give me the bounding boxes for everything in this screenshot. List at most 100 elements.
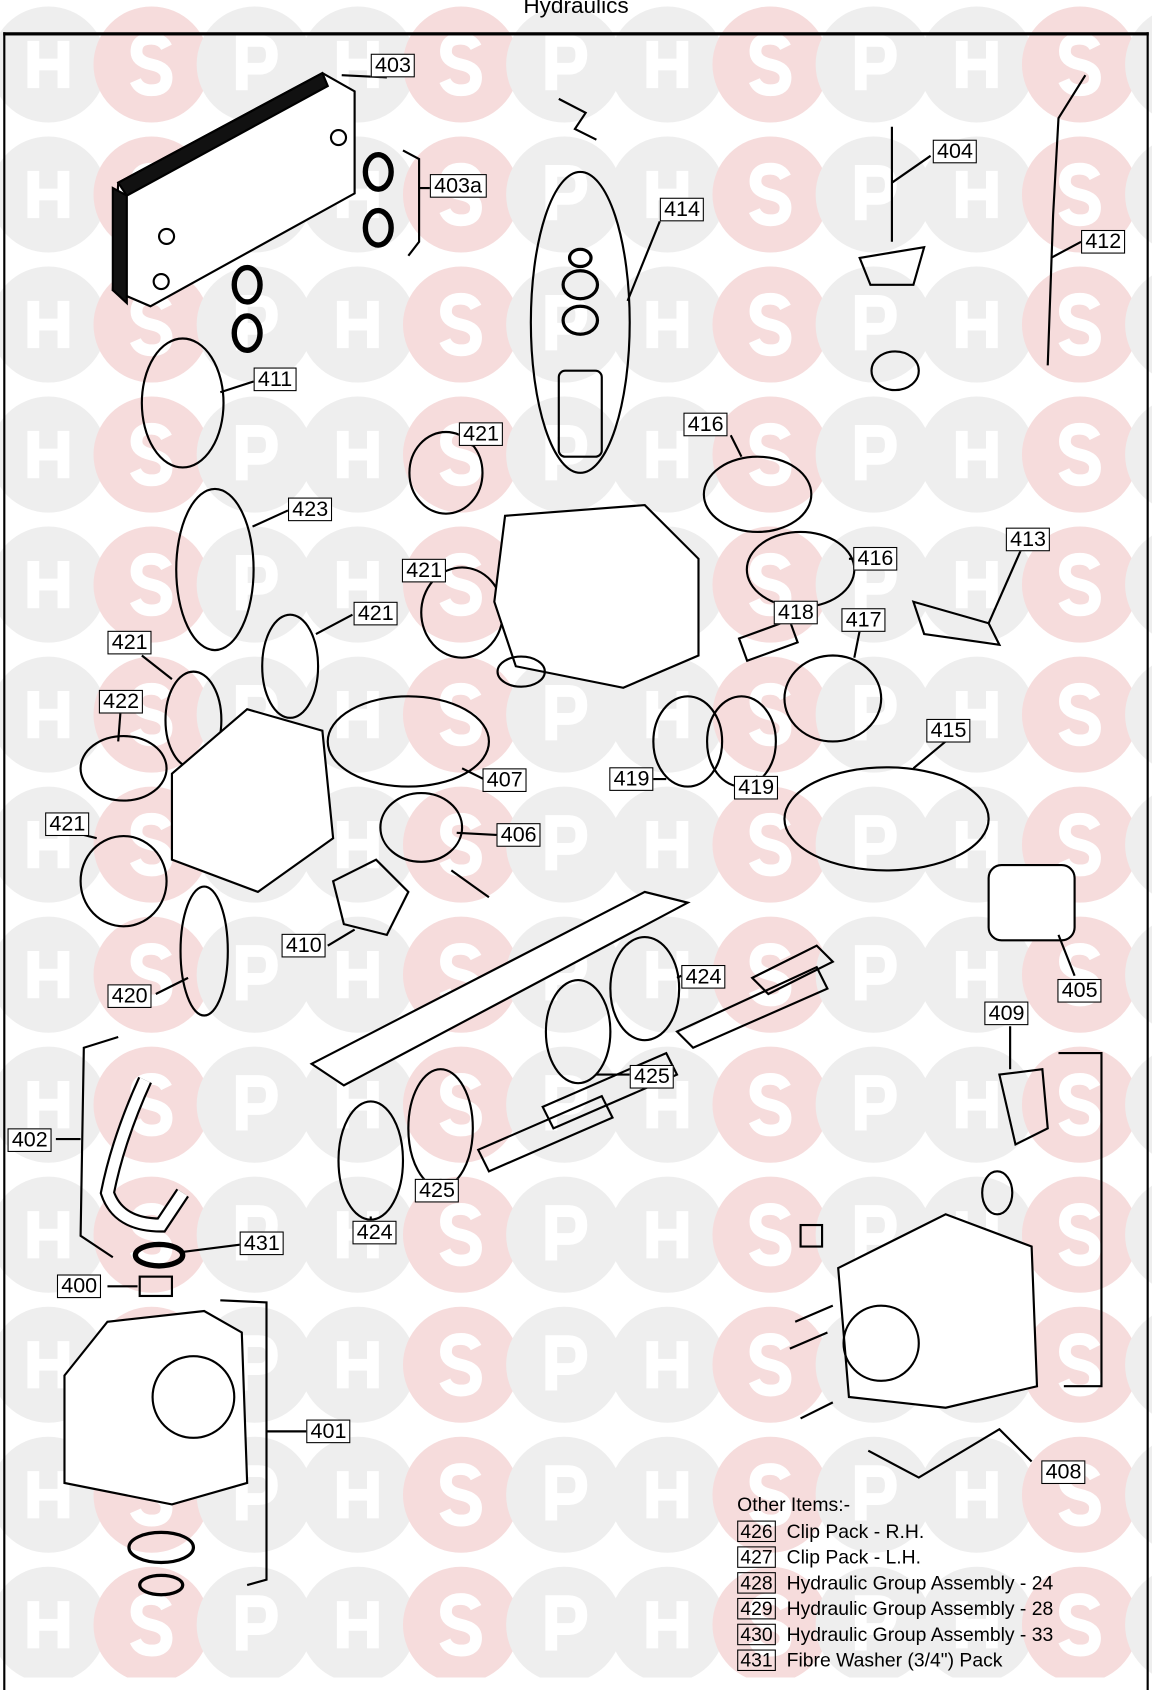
watermark-letter-shape	[646, 690, 689, 739]
watermark-letter-shape	[646, 1471, 689, 1519]
watermark-circle	[1125, 405, 1152, 504]
watermark-letter-shape	[439, 292, 482, 357]
callout-416[interactable]: 416	[683, 412, 728, 437]
callout-424[interactable]: 424	[681, 964, 726, 989]
callout-404[interactable]: 404	[932, 139, 978, 164]
callout-406[interactable]: 406	[496, 823, 541, 847]
plate-heat-exchanger	[111, 71, 387, 308]
watermark-letter-shape	[1058, 1203, 1101, 1267]
other-item[interactable]: 427 Clip Pack - L.H.	[737, 1544, 1053, 1570]
callout-418[interactable]: 418	[773, 600, 819, 625]
watermark-letter-shape	[646, 430, 689, 479]
watermark-letter-shape	[646, 1081, 689, 1129]
callout-401[interactable]: 401	[306, 1419, 351, 1444]
callout-419[interactable]: 419	[733, 775, 779, 800]
callout-403[interactable]: 403	[370, 53, 416, 78]
watermark-circle	[1125, 795, 1152, 894]
watermark-circle	[815, 1566, 932, 1678]
watermark-letter-shape	[27, 40, 70, 89]
callout-421[interactable]: 421	[401, 558, 447, 583]
watermark-letter-shape	[955, 170, 998, 219]
callout-431[interactable]: 431	[239, 1231, 285, 1256]
watermark-letter-shape	[1058, 682, 1101, 747]
callout-423[interactable]: 423	[287, 497, 333, 522]
callout-424[interactable]: 424	[352, 1220, 397, 1245]
watermark-letter-shape	[748, 682, 792, 747]
callout-422[interactable]: 422	[98, 689, 144, 714]
watermark-letter-shape	[129, 682, 173, 747]
watermark-letter-shape	[1058, 552, 1101, 617]
callout-416[interactable]: 416	[853, 546, 898, 571]
watermark-letter-shape	[235, 1335, 278, 1391]
other-items-heading: Other Items:-	[737, 1493, 851, 1516]
part-number[interactable]: 428	[737, 1572, 776, 1594]
watermark-letter-shape	[336, 430, 379, 479]
callout-414[interactable]: 414	[659, 197, 705, 222]
callout-402[interactable]: 402	[7, 1128, 52, 1152]
watermark-letter-shape	[439, 1333, 482, 1397]
callout-419[interactable]: 419	[609, 767, 654, 791]
watermark-letter-shape	[748, 1203, 792, 1267]
watermark-letter-shape	[27, 430, 70, 479]
watermark-letter-shape	[955, 820, 998, 869]
callout-425[interactable]: 425	[414, 1178, 460, 1203]
callout-403a[interactable]: 403a	[429, 174, 487, 198]
callout-421[interactable]: 421	[107, 630, 152, 655]
watermark-letter-shape	[27, 170, 70, 219]
part-number[interactable]: 431	[737, 1649, 776, 1672]
watermark-letter-shape	[646, 300, 689, 349]
watermark-letter-shape	[854, 294, 897, 351]
part-description: Clip Pack - L.H.	[786, 1545, 922, 1568]
callout-409[interactable]: 409	[984, 1001, 1029, 1026]
watermark-letter-shape	[748, 812, 792, 877]
callout-421[interactable]: 421	[353, 601, 399, 626]
watermark-letter-shape	[27, 1081, 70, 1129]
gas-valve	[63, 1309, 249, 1597]
callout-420[interactable]: 420	[107, 984, 152, 1008]
callout-415[interactable]: 415	[926, 718, 971, 743]
callout-421[interactable]: 421	[45, 812, 90, 837]
watermark-letter-shape	[955, 430, 998, 479]
watermark-letter-shape	[1058, 1593, 1101, 1657]
watermark-letter-shape	[235, 294, 278, 351]
part-number[interactable]: 426	[737, 1520, 776, 1543]
callout-421[interactable]: 421	[458, 422, 504, 446]
callout-405[interactable]: 405	[1057, 978, 1102, 1003]
watermark-letter-shape	[129, 1203, 173, 1267]
watermark-letter-shape	[646, 1341, 689, 1389]
page-title: Hydraulics	[523, 0, 629, 19]
callout-407[interactable]: 407	[482, 768, 527, 792]
watermark-letter-shape	[955, 40, 998, 89]
callout-413[interactable]: 413	[1005, 527, 1051, 552]
part-description: Hydraulic Group Assembly - 24	[786, 1571, 1054, 1594]
watermark-letter-shape	[235, 34, 278, 91]
callout-400[interactable]: 400	[56, 1274, 102, 1299]
watermark-letter-shape	[748, 942, 792, 1007]
callout-425[interactable]: 425	[629, 1064, 675, 1089]
watermark-letter-shape	[27, 560, 70, 609]
other-item[interactable]: 428 Hydraulic Group Assembly - 24	[737, 1570, 1053, 1596]
watermark-letter-shape	[646, 820, 689, 869]
part-number[interactable]: 430	[737, 1623, 776, 1646]
watermark-letter-shape	[748, 552, 792, 617]
part-number[interactable]: 427	[737, 1546, 776, 1568]
other-item[interactable]: 431 Fibre Washer (3/4") Pack	[737, 1647, 1053, 1673]
watermark-letter-shape	[336, 1341, 379, 1389]
watermark-circle	[506, 1566, 623, 1678]
watermark-letter-shape	[27, 1211, 70, 1259]
part-description: Fibre Washer (3/4") Pack	[786, 1648, 1003, 1671]
callout-412[interactable]: 412	[1081, 229, 1126, 254]
callout-411[interactable]: 411	[253, 367, 297, 392]
callout-410[interactable]: 410	[281, 933, 327, 958]
callout-408[interactable]: 408	[1041, 1460, 1086, 1485]
callout-417[interactable]: 417	[841, 608, 886, 632]
watermark-letter-shape	[545, 425, 588, 481]
watermark-letter-shape	[854, 815, 897, 871]
watermark-circle	[1125, 925, 1152, 1024]
part-number[interactable]: 429	[737, 1597, 776, 1620]
watermark-letter-shape	[1058, 422, 1101, 487]
watermark-letter-shape	[955, 300, 998, 349]
